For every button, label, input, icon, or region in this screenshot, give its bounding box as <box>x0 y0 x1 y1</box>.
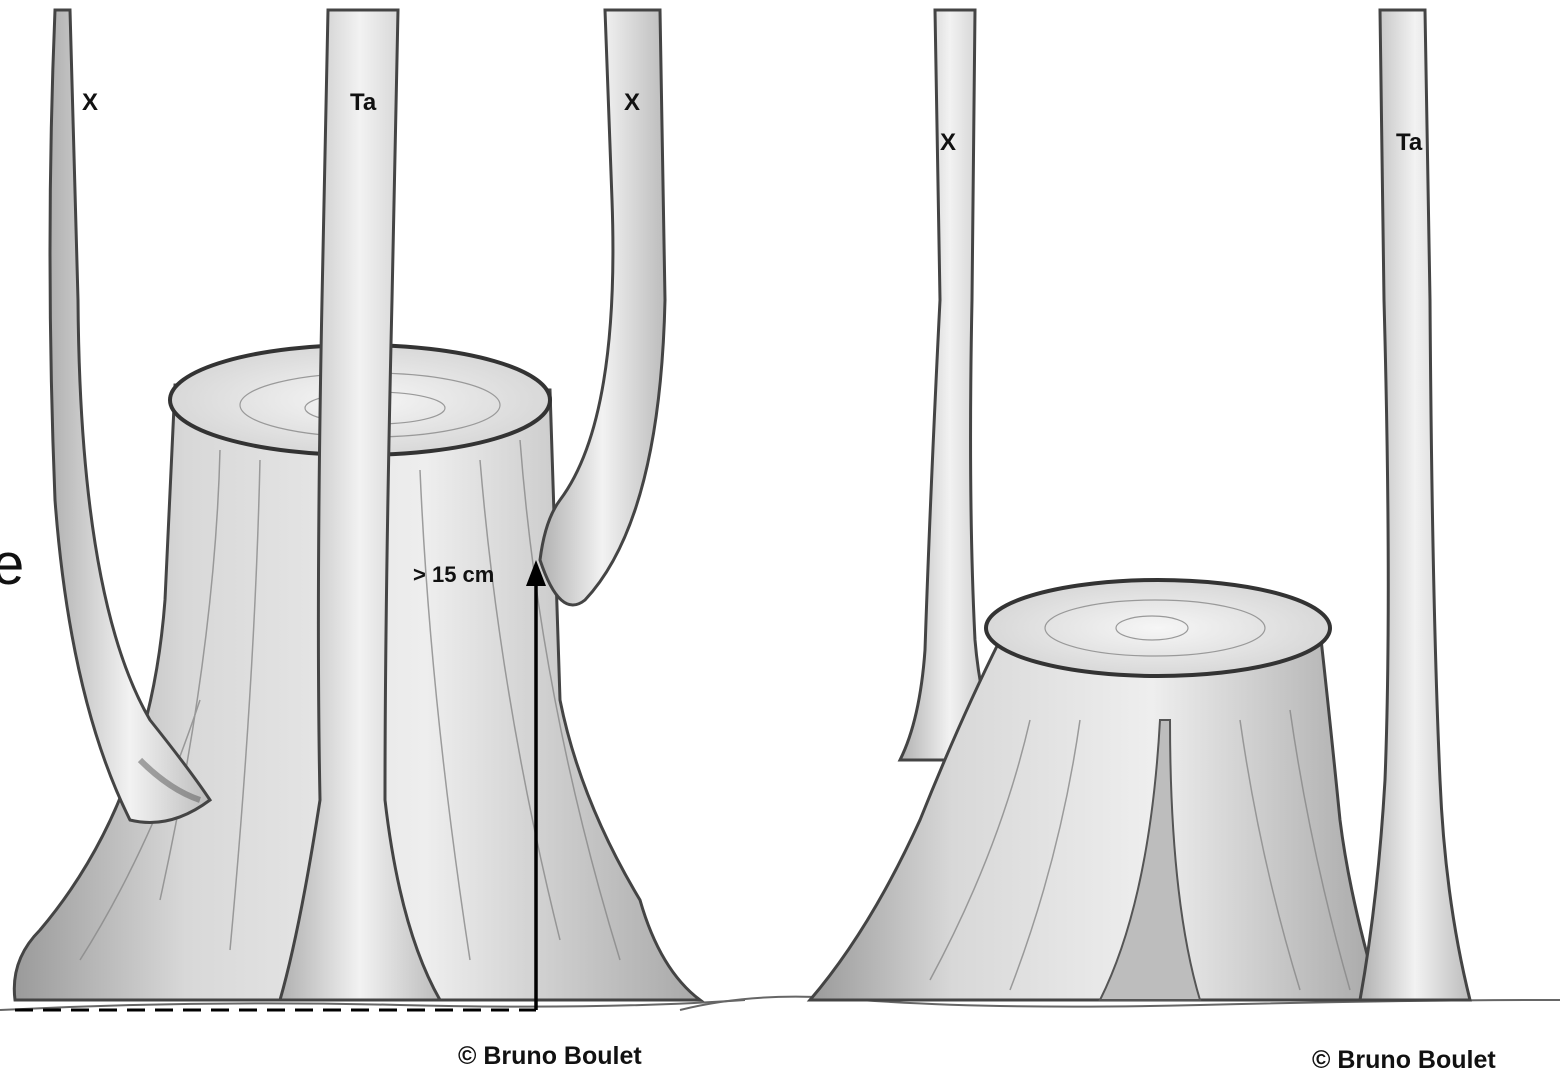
right-stem-ta <box>1360 10 1470 1000</box>
right-panel: X Ta © Bruno Boulet <box>680 10 1560 1074</box>
panel-gap <box>745 0 757 1088</box>
right-label-ta: Ta <box>1396 129 1423 156</box>
cropped-edge-letter: e <box>0 532 24 597</box>
left-label-x-right: X <box>624 89 640 116</box>
right-stump <box>810 630 1380 1000</box>
right-stump-cut-surface <box>986 580 1330 676</box>
right-sprout-x <box>900 10 1000 760</box>
left-sprout-x-right <box>540 10 665 605</box>
left-credit: © Bruno Boulet <box>458 1042 642 1070</box>
left-panel: X Ta X > 15 cm © Bruno Boulet <box>0 10 745 1070</box>
left-label-ta: Ta <box>350 89 377 116</box>
height-measurement-label: > 15 cm <box>413 562 494 587</box>
left-label-x-left: X <box>82 89 98 116</box>
right-credit: © Bruno Boulet <box>1312 1046 1496 1074</box>
right-label-x: X <box>940 129 956 156</box>
